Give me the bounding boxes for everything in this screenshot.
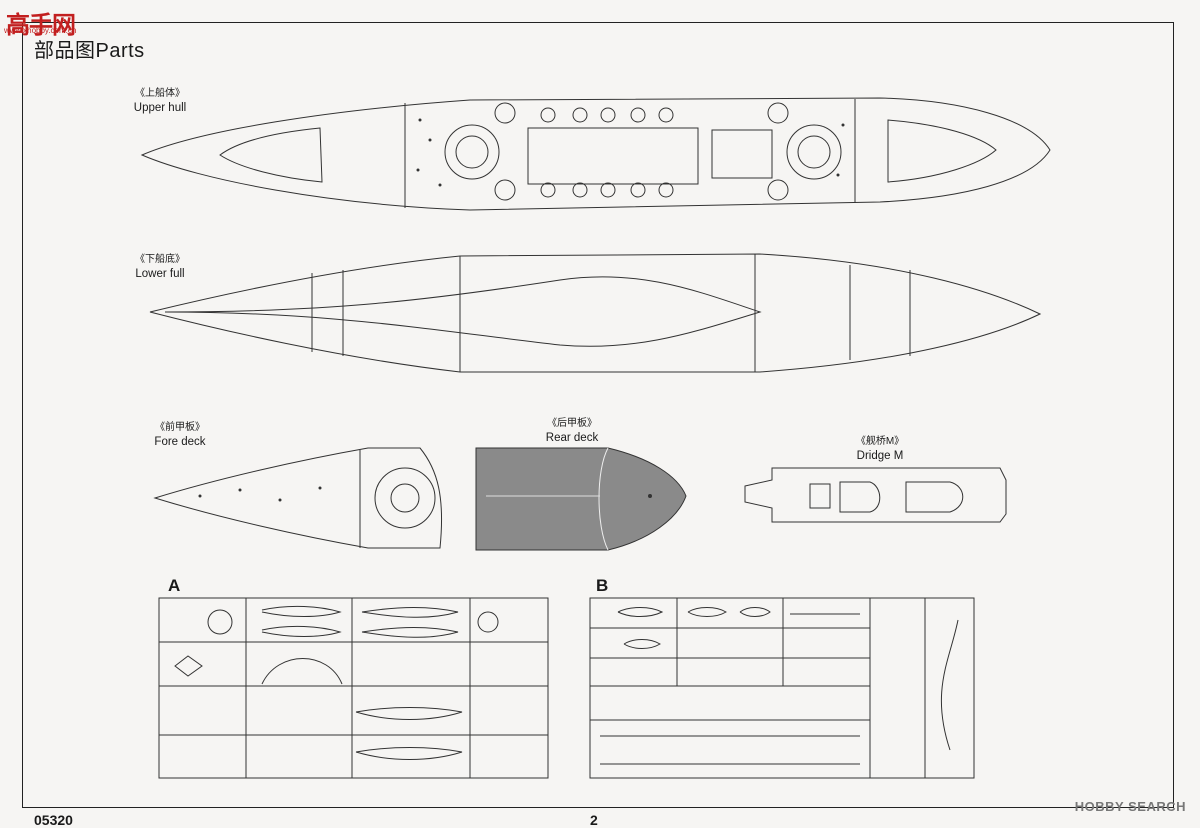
page-title: 部品图Parts bbox=[34, 40, 145, 62]
upper-hull-drawing bbox=[140, 97, 1051, 211]
page-frame bbox=[22, 22, 1174, 808]
fore-deck-drawing bbox=[153, 447, 443, 549]
rear-deck-label: 《后甲板》Rear deck bbox=[545, 418, 599, 444]
watermark-url: www.xhobby.com.cn bbox=[4, 26, 77, 35]
upper-hull-label: 《上船体》Upper hull bbox=[133, 88, 187, 114]
sprue-a-drawing bbox=[158, 597, 549, 779]
hobbysearch-watermark: HOBBY SEARCH bbox=[1074, 799, 1186, 814]
watermark-logo: 高手网 bbox=[6, 12, 76, 39]
sprue-b-drawing bbox=[589, 597, 975, 779]
bridge-drawing bbox=[744, 467, 1007, 523]
sprue-b-letter: B bbox=[596, 576, 609, 595]
sprue-a-letter: A bbox=[168, 576, 181, 595]
lower-hull-drawing bbox=[149, 253, 1042, 373]
product-number: 05320 bbox=[34, 812, 73, 828]
rear-deck-drawing bbox=[475, 447, 687, 551]
page-number: 2 bbox=[590, 812, 598, 828]
fore-deck-label: 《前甲板》Fore deck bbox=[154, 422, 206, 448]
lower-hull-label: 《下船底》Lower full bbox=[135, 254, 185, 280]
bridge-label: 《舰桥M》Dridge M bbox=[855, 436, 905, 462]
